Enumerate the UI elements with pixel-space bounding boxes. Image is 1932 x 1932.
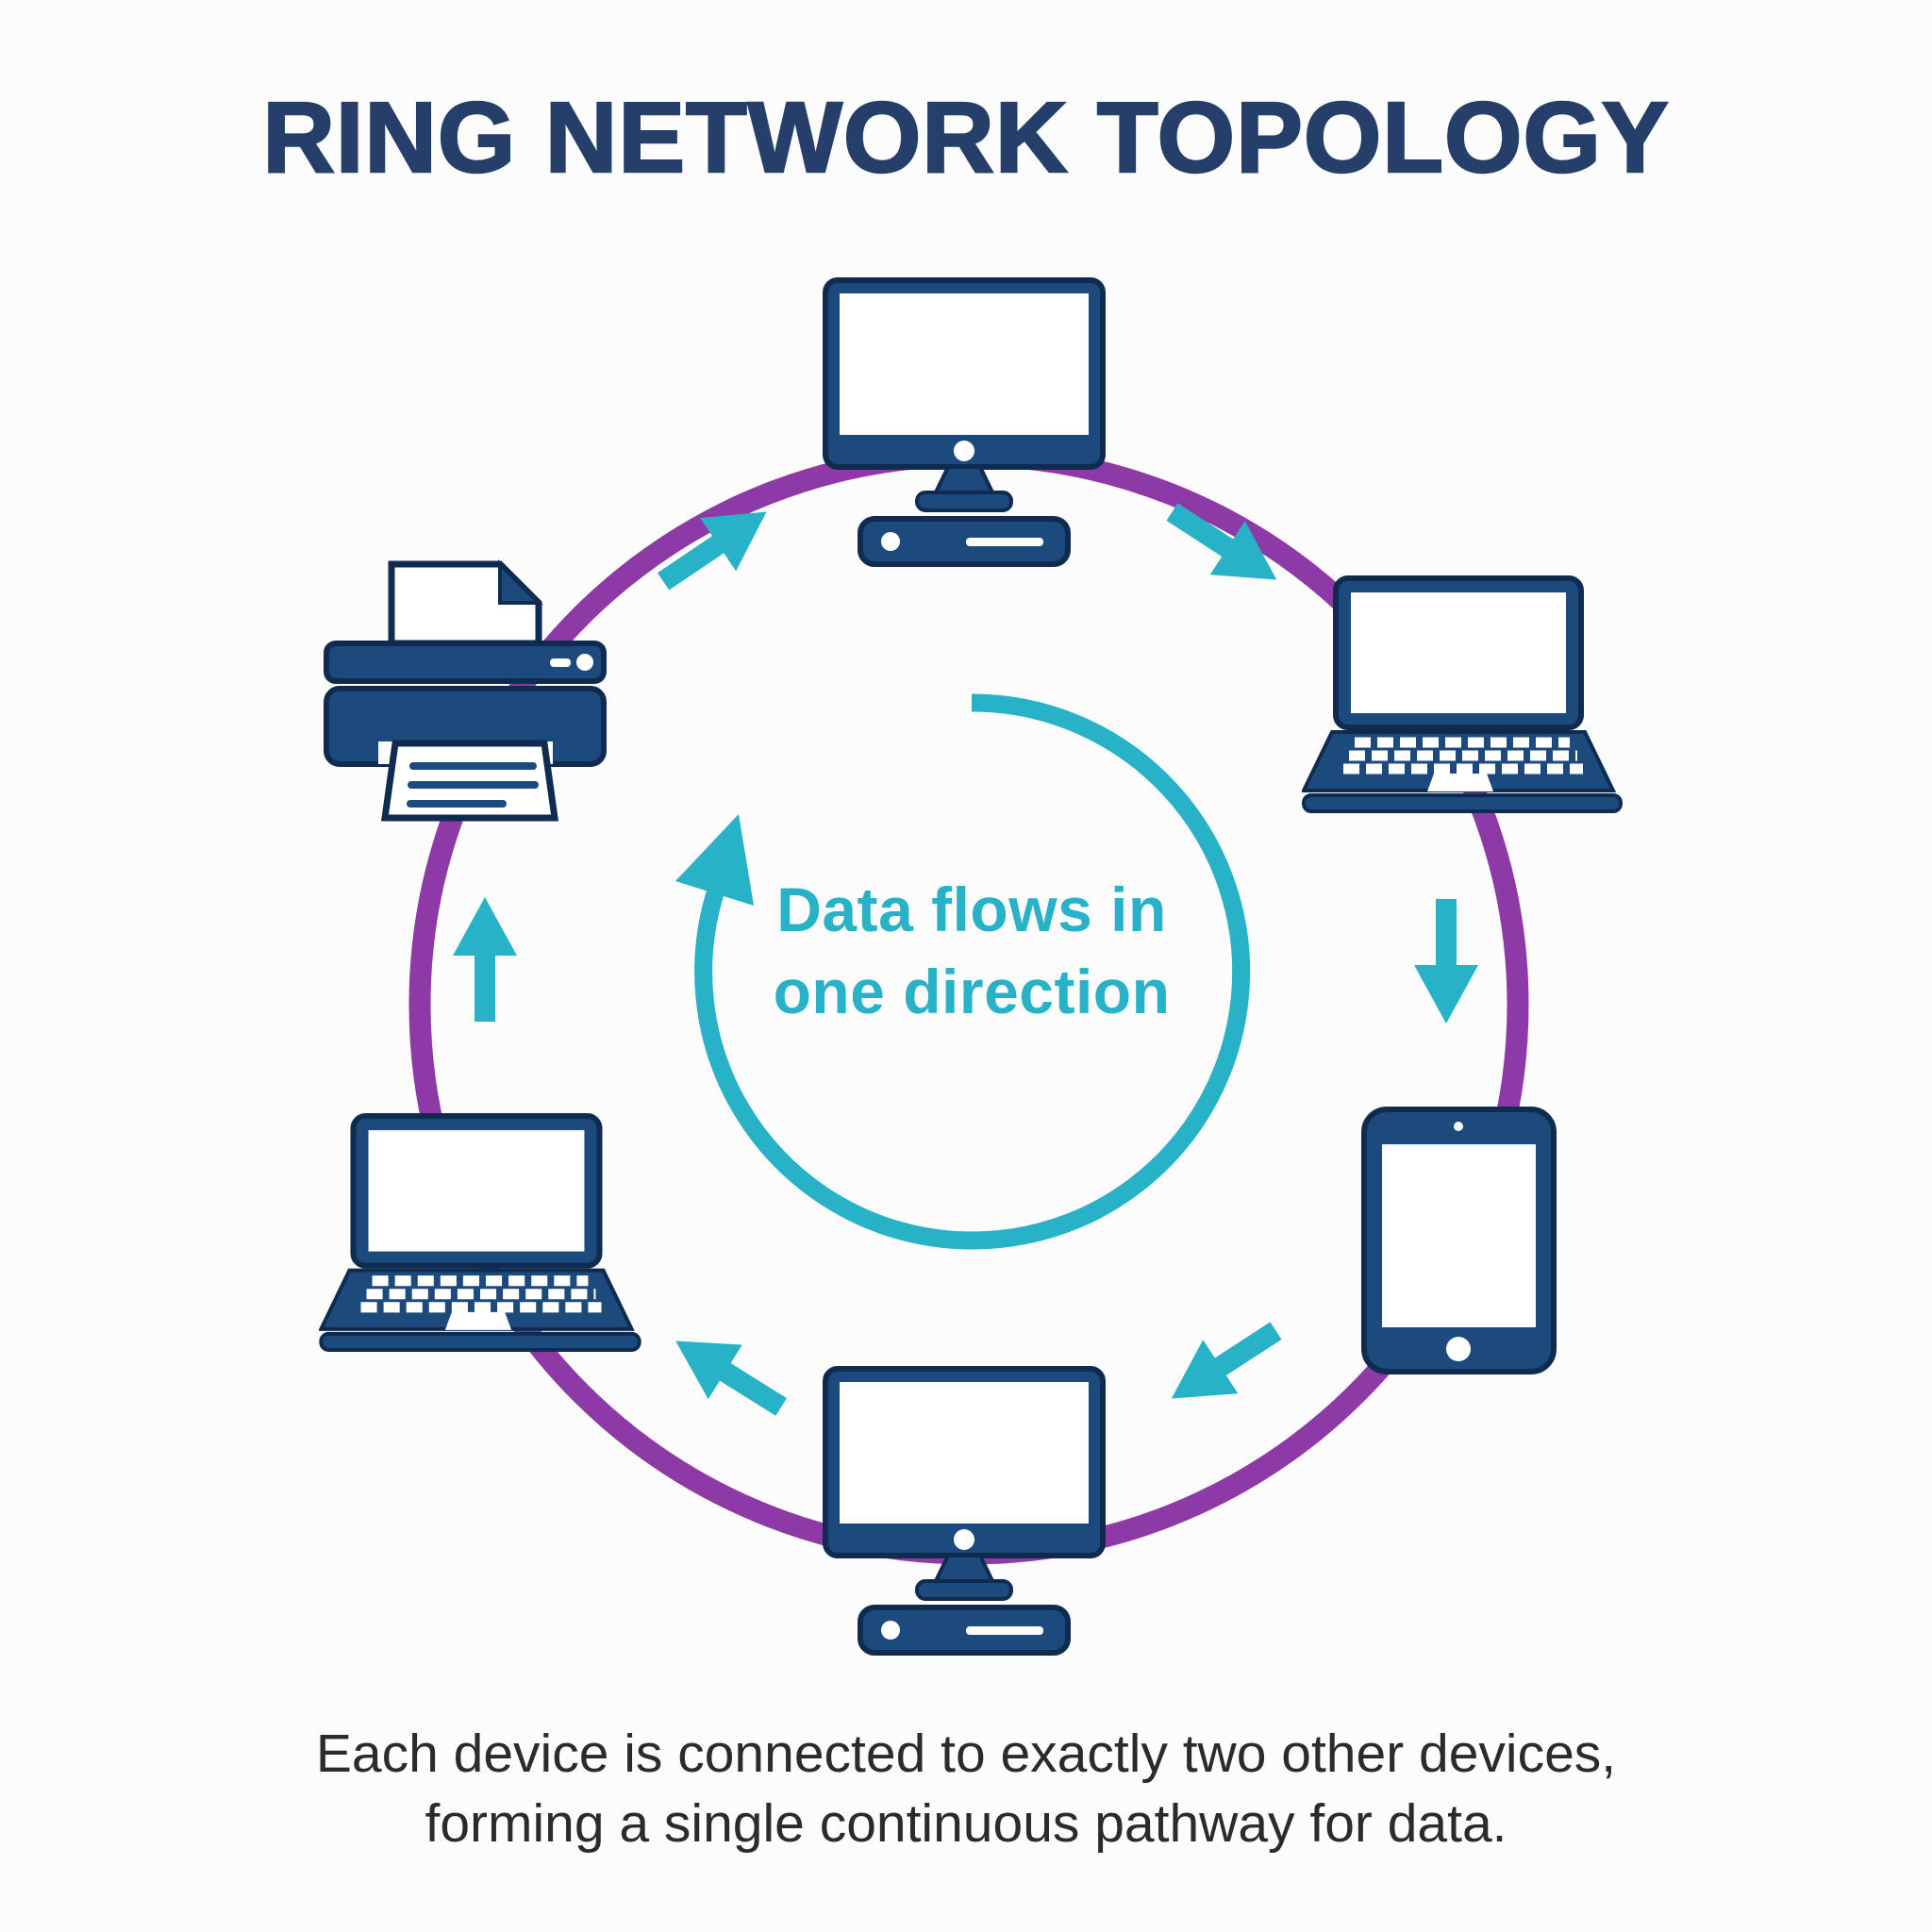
caption-line1: Each device is connected to exactly two …	[315, 1724, 1617, 1784]
flow-arrow-up-icon	[453, 897, 517, 1022]
page-title: RING NETWORK TOPOLOGY	[261, 81, 1670, 195]
flow-arrow-down-icon	[1414, 899, 1478, 1024]
center-label: Data flows in one direction	[774, 869, 1171, 1033]
laptop-icon	[1302, 575, 1623, 813]
flow-arrow-up-left-icon	[675, 1341, 787, 1416]
inner-direction-arc	[694, 693, 1251, 1250]
desktop-computer-icon	[823, 1366, 1106, 1656]
tablet-icon	[1361, 1107, 1557, 1374]
caption: Each device is connected to exactly two …	[0, 1719, 1932, 1858]
laptop-icon	[319, 1113, 641, 1352]
center-label-line2: one direction	[773, 957, 1171, 1026]
desktop-computer-icon	[823, 277, 1106, 567]
caption-line2: forming a single continuous pathway for …	[425, 1793, 1507, 1855]
flow-arrow-up-right-icon	[657, 511, 767, 591]
printer-icon	[324, 559, 607, 822]
flow-arrow-down-left-icon	[1171, 1322, 1282, 1399]
center-label-line1: Data flows in	[776, 874, 1167, 944]
inner-arc-arrowhead-icon	[675, 814, 754, 906]
flow-arrow-down-right-icon	[1166, 503, 1277, 580]
